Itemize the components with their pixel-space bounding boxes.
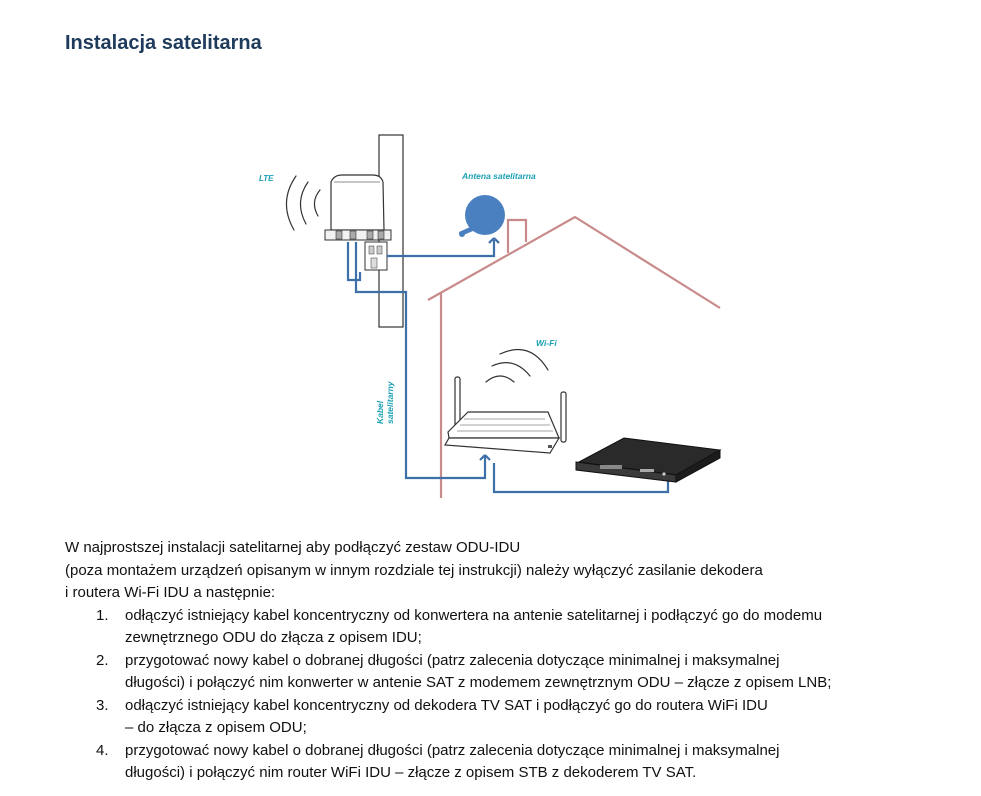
cable-label: Kabel satelitarny (375, 380, 395, 424)
step-text-line: odłączyć istniejący kabel koncentryczny … (125, 606, 823, 624)
page-title: Instalacja satelitarna (65, 32, 262, 54)
step-item: 3. odłączyć istniejący kabel koncentrycz… (65, 695, 945, 740)
wifi-signal-icon (485, 349, 549, 383)
installation-diagram: LTE Antena satelitarna Kabel satelitarny (259, 134, 722, 498)
lte-signal-icon (285, 175, 321, 231)
step-text-line: przygotować nowy kabel o dobranej długoś… (125, 651, 780, 669)
intro-line-1: W najprostszej instalacji satelitarnej a… (65, 539, 521, 556)
wifi-label: Wi-Fi (536, 338, 557, 348)
step-text-line: zewnętrznego ODU do złącza z opisem IDU; (125, 629, 422, 646)
intro-line-2: (poza montażem urządzeń opisanym w innym… (65, 561, 763, 579)
step-item: 1. odłączyć istniejący kabel koncentrycz… (65, 605, 945, 650)
step-text-line: odłączyć istniejący kabel koncentryczny … (125, 696, 768, 714)
intro-line-3: i routera Wi-Fi IDU a następnie: (65, 584, 276, 601)
step-number: 4. (96, 741, 109, 759)
step-number: 2. (96, 651, 109, 669)
step-item: 4. przygotować nowy kabel o dobranej dłu… (65, 740, 945, 785)
step-text-line: – do złącza z opisem ODU; (125, 719, 307, 736)
odu-modem-icon (324, 174, 392, 271)
step-text-line: długości) i połączyć nim router WiFi IDU… (125, 764, 697, 781)
step-text-line: długości) i połączyć nim konwerter w ant… (125, 674, 832, 691)
step-number: 1. (96, 606, 109, 624)
step-text-line: przygotować nowy kabel o dobranej długoś… (125, 741, 780, 759)
step-item: 2. przygotować nowy kabel o dobranej dłu… (65, 650, 945, 695)
lte-label: LTE (259, 174, 274, 183)
wifi-router-icon (444, 376, 567, 454)
steps-list: 1. odłączyć istniejący kabel koncentrycz… (65, 605, 945, 785)
satellite-antenna-label: Antena satelitarna (461, 171, 536, 181)
tv-sat-decoder-icon (575, 437, 722, 483)
instructions-text: W najprostszej instalacji satelitarnej a… (65, 537, 945, 785)
satellite-dish-icon (459, 195, 505, 237)
step-number: 3. (96, 696, 109, 714)
house-outline (427, 215, 721, 498)
